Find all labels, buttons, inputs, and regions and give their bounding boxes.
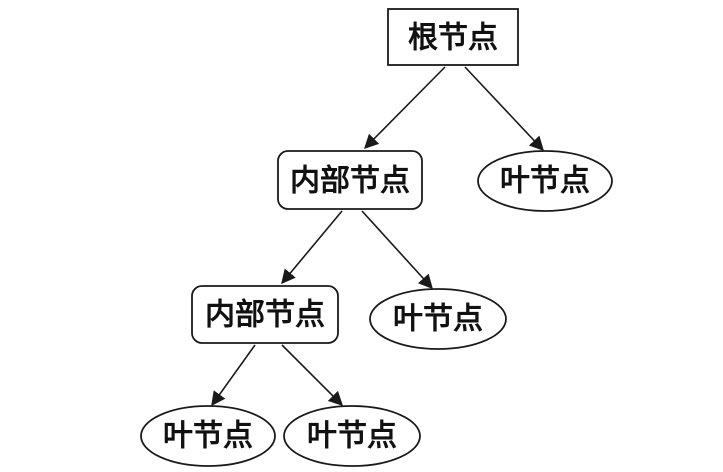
root-node-label: 根节点 — [408, 21, 498, 56]
leaf-node-1-label: 叶节点 — [500, 164, 590, 199]
leaf-node-1: 叶节点 — [477, 150, 613, 212]
internal-node-1: 内部节点 — [277, 150, 423, 210]
leaf-node-4-label: 叶节点 — [307, 419, 397, 454]
root-node: 根节点 — [387, 8, 519, 66]
edge-internal-2-to-leaf-3 — [211, 344, 256, 407]
leaf-node-3-label: 叶节点 — [163, 419, 253, 454]
edge-internal-1-to-leaf-2 — [361, 210, 433, 290]
edge-root-to-leaf-1 — [464, 66, 544, 152]
edge-root-to-internal-1 — [363, 66, 446, 150]
leaf-node-4: 叶节点 — [283, 405, 421, 467]
leaf-node-2-label: 叶节点 — [393, 302, 483, 337]
leaf-node-3: 叶节点 — [140, 405, 276, 467]
internal-node-2-label: 内部节点 — [205, 298, 325, 333]
edge-internal-1-to-internal-2 — [281, 210, 343, 285]
leaf-node-2: 叶节点 — [369, 288, 507, 350]
internal-node-1-label: 内部节点 — [290, 164, 410, 199]
edge-internal-2-to-leaf-4 — [281, 344, 344, 407]
internal-node-2: 内部节点 — [191, 285, 339, 344]
